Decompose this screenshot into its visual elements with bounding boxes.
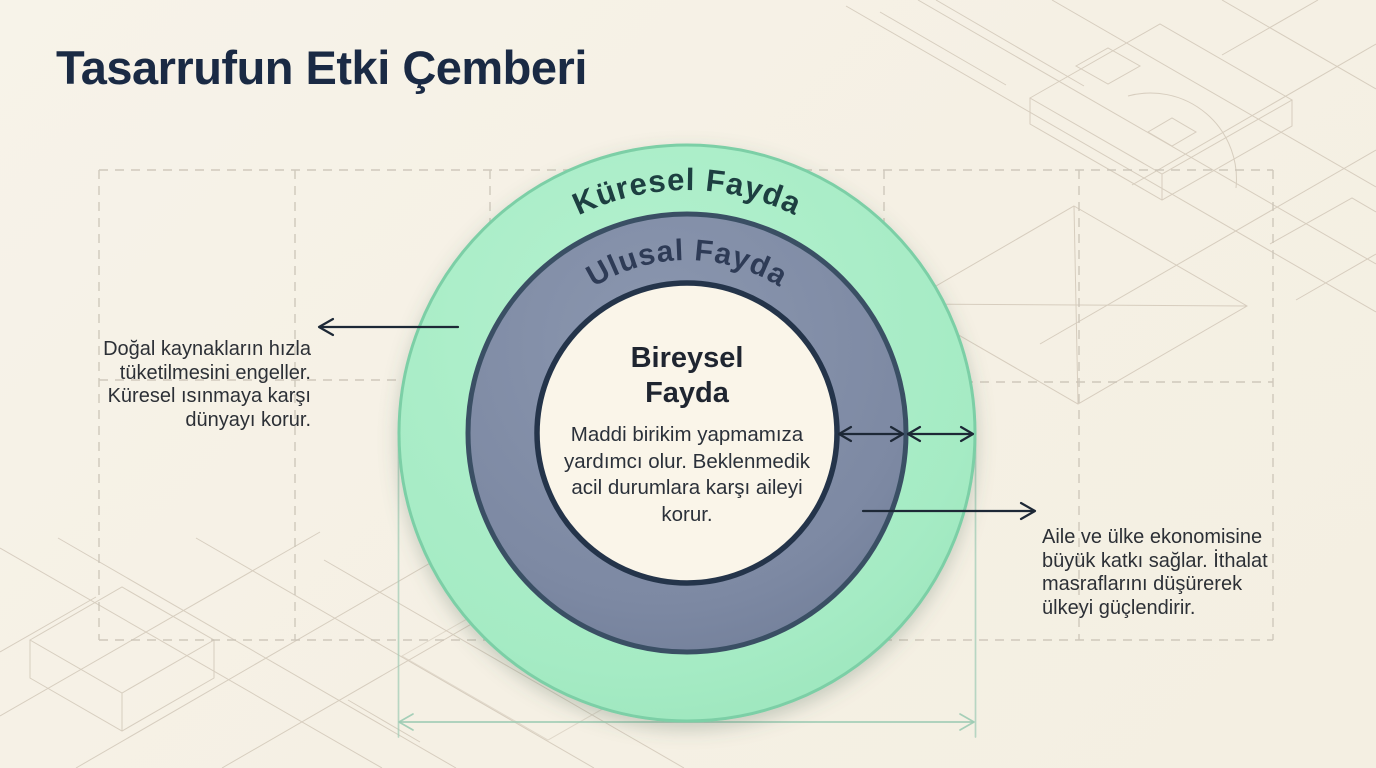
annotation-global-benefit: Doğal kaynakların hızla tüketilmesini en… bbox=[103, 338, 311, 431]
annotation-arrows bbox=[317, 317, 1037, 521]
impact-circles bbox=[397, 143, 977, 723]
individual-benefit-title: Bireysel Fayda bbox=[630, 342, 744, 409]
arrow-left bbox=[317, 317, 460, 337]
circle-individual bbox=[534, 280, 840, 586]
individual-benefit-description: Maddi birikim yapmamıza yardımcı olur. B… bbox=[563, 423, 811, 526]
arrow-right bbox=[861, 501, 1037, 521]
arrow-ring-width-national bbox=[837, 425, 905, 443]
arrow-ring-width-global bbox=[906, 425, 975, 443]
page-title: Tasarrufun Etki Çemberi bbox=[56, 41, 587, 94]
annotation-national-benefit: Aile ve ülke ekonomisine büyük katkı sağ… bbox=[1042, 526, 1268, 619]
individual-benefit-block: Bireysel Fayda Maddi birikim yapmamıza y… bbox=[557, 341, 817, 528]
